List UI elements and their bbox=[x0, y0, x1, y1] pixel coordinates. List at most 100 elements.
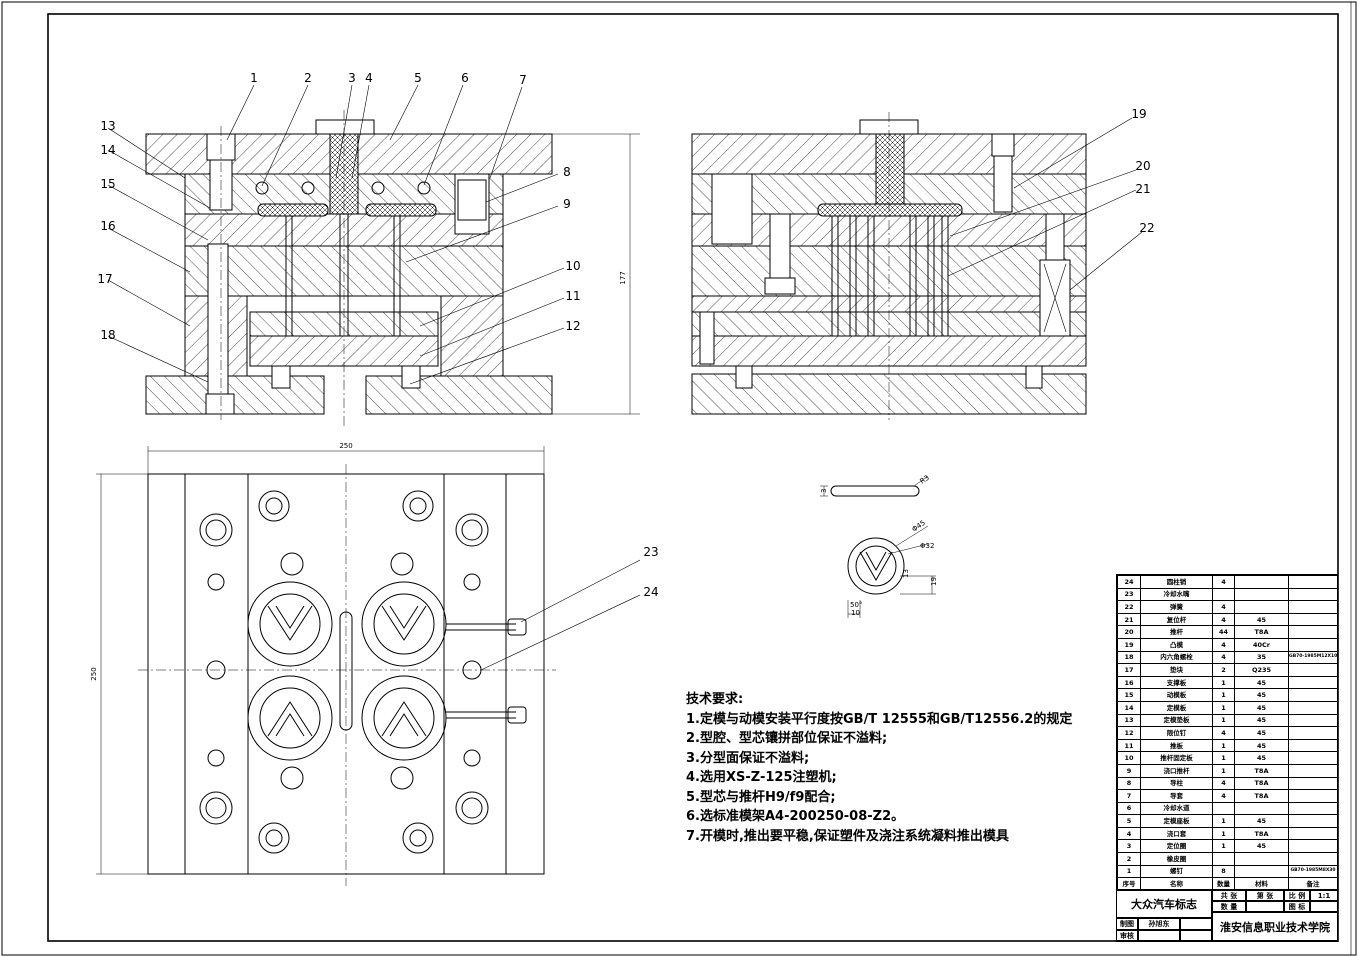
callout-8: 8 bbox=[563, 165, 571, 179]
bom-cell-no: 6 bbox=[1117, 801, 1141, 816]
bom-cell-no: 15 bbox=[1117, 688, 1141, 702]
bom-cell-mat: 45 bbox=[1234, 612, 1289, 627]
bom-cell-mat: 45 bbox=[1234, 688, 1289, 702]
bom-cell-mat: 45 bbox=[1234, 814, 1289, 828]
bom-cell-mat: 45 bbox=[1234, 726, 1289, 740]
bom-cell-note bbox=[1288, 776, 1338, 791]
bom-cell-no: 14 bbox=[1117, 700, 1141, 715]
bom-cell-name: 浇口套 bbox=[1140, 826, 1213, 841]
bom-cell-no: 5 bbox=[1117, 814, 1141, 828]
callout-7: 7 bbox=[519, 73, 527, 87]
callout-14: 14 bbox=[100, 143, 115, 157]
bom-cell-note: GB70-1985M8X30 bbox=[1288, 864, 1338, 879]
bom-cell-note bbox=[1288, 763, 1338, 778]
bom-cell-name: 推杆固定板 bbox=[1140, 751, 1213, 765]
callout-2: 2 bbox=[304, 71, 312, 85]
bom-cell-mat: 45 bbox=[1234, 675, 1289, 690]
bom-cell-note bbox=[1288, 713, 1338, 728]
drawing-no-label: 图 标 bbox=[1284, 901, 1310, 912]
bom-cell-name: 复位杆 bbox=[1140, 612, 1213, 627]
bom-cell-mat bbox=[1234, 587, 1289, 602]
dim-250-height: 250 bbox=[90, 667, 98, 680]
bom-cell-mat: Q235 bbox=[1234, 663, 1289, 677]
plan-view: 250 250 bbox=[90, 442, 641, 886]
bom-cell-name: 限位钉 bbox=[1140, 726, 1213, 740]
bom-cell-qty: 1 bbox=[1212, 713, 1235, 728]
bom-cell-qty: 8 bbox=[1212, 864, 1235, 879]
callout-13: 13 bbox=[100, 119, 115, 133]
callout-5: 5 bbox=[414, 71, 422, 85]
bom-cell-name: 内六角螺栓 bbox=[1140, 650, 1213, 665]
bom-cell-name: 导套 bbox=[1140, 789, 1213, 803]
bom-cell-note bbox=[1288, 637, 1338, 652]
bom-cell-name: 弹簧 bbox=[1140, 600, 1213, 614]
bom-cell-name: 推板 bbox=[1140, 738, 1213, 753]
bom-cell-name: 垫块 bbox=[1140, 663, 1213, 677]
bom-cell-mat: 45 bbox=[1234, 839, 1289, 854]
bom-cell-no: 16 bbox=[1117, 675, 1141, 690]
bom-cell-mat: 45 bbox=[1234, 751, 1289, 765]
bom-cell-no: 20 bbox=[1117, 625, 1141, 639]
callout-17: 17 bbox=[97, 272, 112, 286]
bom-cell-no: 23 bbox=[1117, 587, 1141, 602]
callout-15: 15 bbox=[100, 177, 115, 191]
dim-10: 10 bbox=[851, 609, 860, 617]
bom-cell-no: 18 bbox=[1117, 650, 1141, 665]
school-name: 淮安信息职业技术学院 bbox=[1212, 912, 1338, 942]
bom-cell-qty bbox=[1212, 852, 1235, 866]
scale-value: 1:1 bbox=[1310, 890, 1338, 901]
bom-cell-note bbox=[1288, 751, 1338, 765]
callout-18: 18 bbox=[100, 328, 115, 342]
sheet-no: 第 张 bbox=[1246, 890, 1284, 901]
bom-cell-mat: 45 bbox=[1234, 713, 1289, 728]
callout-23: 23 bbox=[643, 545, 658, 559]
bom-cell-mat: T8A bbox=[1234, 776, 1289, 791]
callout-10: 10 bbox=[565, 259, 580, 273]
bom-cell-name: 定模垫板 bbox=[1140, 713, 1213, 728]
bom-cell-no: 4 bbox=[1117, 826, 1141, 841]
drawn-date bbox=[1180, 918, 1212, 930]
tech-item: 4.选用XS-Z-125注塑机; bbox=[686, 770, 837, 785]
bom-cell-no: 1 bbox=[1117, 864, 1141, 879]
bom-cell-qty: 1 bbox=[1212, 700, 1235, 715]
bom-cell-no: 10 bbox=[1117, 751, 1141, 765]
bom-cell-name: 螺钉 bbox=[1140, 864, 1213, 879]
bom-cell-note bbox=[1288, 852, 1338, 866]
right-section-view bbox=[691, 112, 1143, 420]
bom-cell-qty: 4 bbox=[1212, 637, 1235, 652]
bom-cell-qty: 1 bbox=[1212, 751, 1235, 765]
tech-item: 7.开模时,推出要平稳,保证塑件及浇注系统凝料推出模具 bbox=[686, 828, 1009, 844]
bom-cell-note: GB70-1985M12X10 bbox=[1288, 650, 1338, 665]
bom-cell-mat bbox=[1234, 864, 1289, 879]
bom-cell-note bbox=[1288, 789, 1338, 803]
callout-16: 16 bbox=[100, 219, 115, 233]
dim-13: 13 bbox=[902, 569, 910, 578]
bom-cell-qty: 1 bbox=[1212, 675, 1235, 690]
bom-cell-name: 冷却水嘴 bbox=[1140, 587, 1213, 602]
bom-cell-note bbox=[1288, 826, 1338, 841]
callout-21: 21 bbox=[1135, 182, 1150, 196]
dim-d45: Φ45 bbox=[911, 519, 927, 534]
callout-1: 1 bbox=[250, 71, 258, 85]
bom-cell-no: 12 bbox=[1117, 726, 1141, 740]
bom-cell-no: 17 bbox=[1117, 663, 1141, 677]
bom-cell-no: 19 bbox=[1117, 637, 1141, 652]
bom-cell-mat bbox=[1234, 852, 1289, 866]
bom-cell-qty: 1 bbox=[1212, 839, 1235, 854]
dim-50deg: 50° bbox=[850, 601, 862, 609]
dim-part-thick: 3 bbox=[820, 489, 828, 493]
bom-cell-qty: 1 bbox=[1212, 738, 1235, 753]
bom-cell-note bbox=[1288, 738, 1338, 753]
